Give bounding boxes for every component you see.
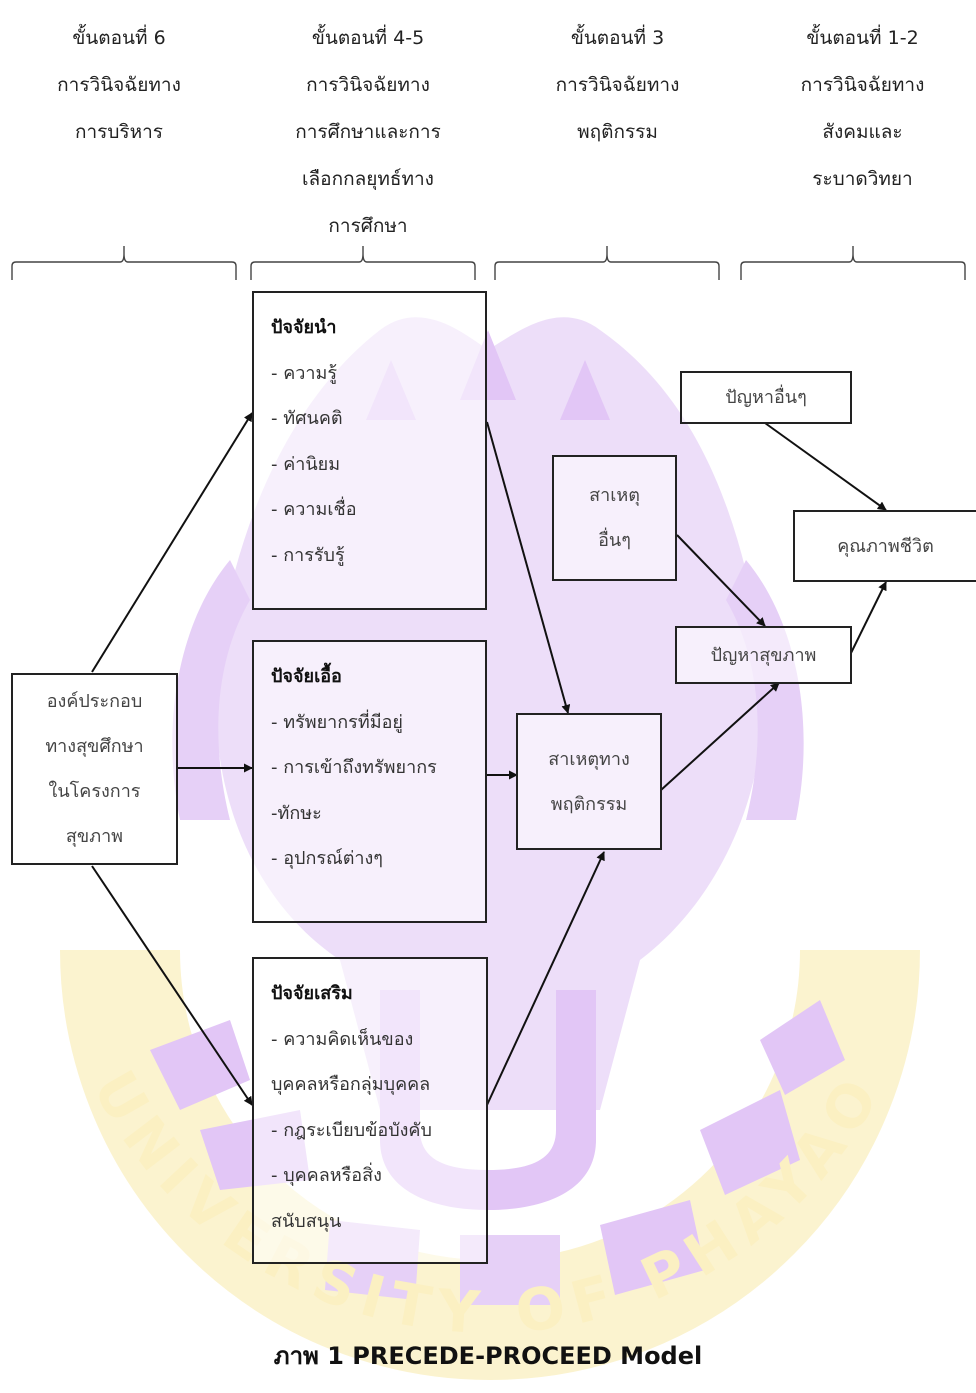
phase-6-step: ขั้นตอนที่ 6 [72,27,166,49]
predisposing-title: ปัจจัยนำ [271,317,337,338]
figure-caption: ภาพ 1 PRECEDE-PROCEED Model [273,1342,703,1370]
reinforcing-item: - กฎระเบียบข้อบังคับ [271,1119,432,1141]
phase-6-brace [11,246,237,280]
health-education-box: องค์ประกอบ ทางสุขศึกษา ในโครงการ สุขภาพ [11,673,178,865]
phase-1-2-header: ขั้นตอนที่ 1-2 การวินิจฉัยทาง สังคมและ ร… [760,15,965,203]
phase-1-2-brace [740,246,966,280]
other-problems-box: ปัญหาอื่นๆ [680,371,852,424]
enabling-item: -ทักษะ [271,802,322,824]
phase-1-2-line-1: การวินิจฉัยทาง [800,74,925,96]
reinforcing-item: - บุคคลหรือสิ่ง [271,1165,382,1186]
phase-3-brace [494,246,720,280]
quality-of-life-label: คุณภาพชีวิต [837,535,934,557]
predisposing-item: - การรับรู้ [271,544,345,566]
arrow-otherproblems-to-qol [764,422,887,511]
predisposing-item: - ค่านิยม [271,453,341,475]
predisposing-item: - ความรู้ [271,362,338,384]
enabling-factors-box: ปัจจัยเอื้อ - ทรัพยากรที่มีอยู่ - การเข้… [252,640,487,923]
health-education-line: ทางสุขศึกษา [45,736,144,757]
arrow-to-predisposing [91,412,253,673]
phase-3-line-2: พฤติกรรม [577,121,658,143]
behavioral-cause-box: สาเหตุทาง พฤติกรรม [516,713,662,850]
other-causes-box: สาเหตุ อื่นๆ [552,455,677,581]
reinforcing-title: ปัจจัยเสริม [271,983,353,1004]
phase-1-2-line-2: สังคมและ [822,121,903,143]
phase-4-5-line-3: เลือกกลยุทธ์ทาง [302,168,434,190]
phase-3-line-1: การวินิจฉัยทาง [555,74,680,96]
health-education-line: องค์ประกอบ [46,691,143,712]
reinforcing-item: บุคคลหรือกลุ่มบุคคล [271,1074,431,1095]
health-problem-box: ปัญหาสุขภาพ [675,626,852,684]
other-causes-line: สาเหตุ [589,485,640,506]
predisposing-item: - ทัศนคติ [271,408,343,429]
phase-1-2-line-3: ระบาดวิทยา [812,168,913,190]
quality-of-life-box: คุณภาพชีวิต [793,510,976,582]
behavioral-cause-line: พฤติกรรม [550,793,628,815]
predisposing-factors-box: ปัจจัยนำ - ความรู้ - ทัศนคติ - ค่านิยม -… [252,291,487,610]
enabling-item: - ทรัพยากรที่มีอยู่ [271,711,403,733]
phase-3-step: ขั้นตอนที่ 3 [570,27,665,49]
arrow-behavior-to-health [660,682,780,791]
health-education-line: สุขภาพ [65,826,124,847]
arrow-othercauses-to-health [676,534,766,627]
reinforcing-factors-box: ปัจจัยเสริม - ความคิดเห็นของ บุคคลหรือกล… [252,957,488,1264]
phase-4-5-line-4: การศึกษา [328,215,408,237]
phase-6-header: ขั้นตอนที่ 6 การวินิจฉัยทาง การบริหาร [23,15,215,156]
arrow-health-to-qol [850,581,887,654]
enabling-item: - การเข้าถึงทรัพยากร [271,757,437,778]
enabling-title: ปัจจัยเอื้อ [271,666,342,687]
other-problems-label: ปัญหาอื่นๆ [725,387,807,408]
other-causes-line: อื่นๆ [598,530,631,551]
phase-3-header: ขั้นตอนที่ 3 การวินิจฉัยทาง พฤติกรรม [515,15,720,156]
reinforcing-item: - ความคิดเห็นของ [271,1028,414,1050]
reinforcing-item: สนับสนุน [271,1210,342,1232]
behavioral-cause-line: สาเหตุทาง [548,748,630,770]
phase-1-2-step: ขั้นตอนที่ 1-2 [806,27,919,49]
enabling-item: - อุปกรณ์ต่างๆ [271,848,383,869]
phase-4-5-header: ขั้นตอนที่ 4-5 การวินิจฉัยทาง การศึกษาแล… [258,15,478,250]
phase-4-5-step: ขั้นตอนที่ 4-5 [311,27,425,49]
arrow-reinforcing-to-behavior [486,851,605,1106]
health-education-line: ในโครงการ [48,781,141,802]
arrow-to-reinforcing [91,865,253,1106]
phase-4-5-line-2: การศึกษาและการ [295,121,441,143]
phase-6-line-2: การบริหาร [74,121,164,143]
predisposing-item: - ความเชื่อ [271,499,357,520]
health-problem-label: ปัญหาสุขภาพ [710,644,817,666]
phase-4-5-brace [250,246,476,280]
phase-4-5-line-1: การวินิจฉัยทาง [306,74,430,96]
arrow-predisposing-to-behavior [486,421,571,714]
phase-6-line-1: การวินิจฉัยทาง [57,74,181,96]
